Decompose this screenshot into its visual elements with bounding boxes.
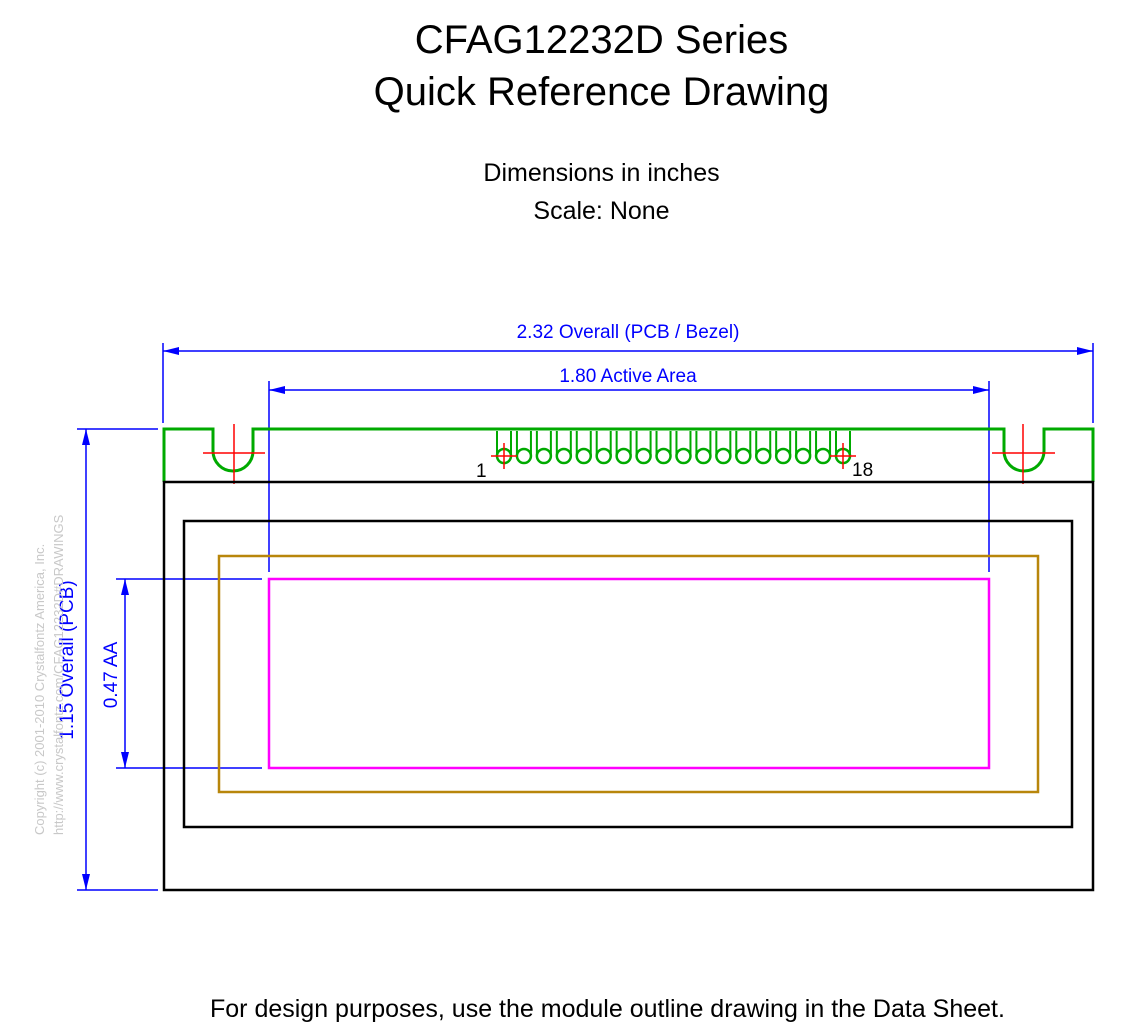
connector-pin [555,431,573,465]
pin-18-label: 18 [852,460,873,481]
connector-pin [595,431,612,465]
active-area-width-label: 1.80 Active Area [559,366,697,387]
connector-pin [515,431,533,465]
connector-pins [491,431,856,469]
connector-pin [794,431,812,465]
connector-pin [735,431,752,465]
pcb-outline [162,480,1095,892]
copyright-url: http://www.crystalfontz.com/CFAG12232D#D… [51,514,66,835]
right-mounting-hole-crosshair [992,424,1055,484]
units-note: Dimensions in inches [483,159,720,187]
copyright-notice: Copyright (c) 2001-2010 Crystalfontz Ame… [30,515,68,835]
connector-pin [615,431,632,465]
design-footnote: For design purposes, use the module outl… [210,995,1005,1023]
title-line-1: CFAG12232D Series [414,18,789,62]
connector-pin [635,431,652,465]
overall-width-dimension [162,343,1094,423]
copyright-line-1: Copyright (c) 2001-2010 Crystalfontz Ame… [32,543,47,835]
connector-pin [774,431,792,465]
title-line-2: Quick Reference Drawing [373,70,830,114]
active-area-width-dimension [268,381,990,572]
connector-pin [695,431,712,465]
connector-pin [715,431,732,465]
active-area-outline [267,577,991,770]
pcb-top-outline [162,427,1095,482]
connector-pin [814,431,832,465]
bezel-outline [182,519,1074,829]
connector-pin [535,431,553,465]
pin-1-crosshair [491,443,517,469]
pin-1-label: 1 [476,461,487,482]
scale-note: Scale: None [533,197,670,225]
active-area-height-dimension [116,578,262,769]
connector-pin [575,431,593,465]
connector-pin [655,431,672,465]
viewing-area-outline [217,554,1040,794]
overall-height-label: 1.15 Overall (PCB) [57,580,78,739]
left-mounting-hole-crosshair [203,424,265,484]
pin-18-crosshair [830,443,856,469]
overall-height-dimension [77,428,158,891]
overall-width-label: 2.32 Overall (PCB / Bezel) [517,322,740,343]
active-area-height-label: 0.47 AA [101,641,122,708]
connector-pin [675,431,692,465]
connector-pin [754,431,772,465]
